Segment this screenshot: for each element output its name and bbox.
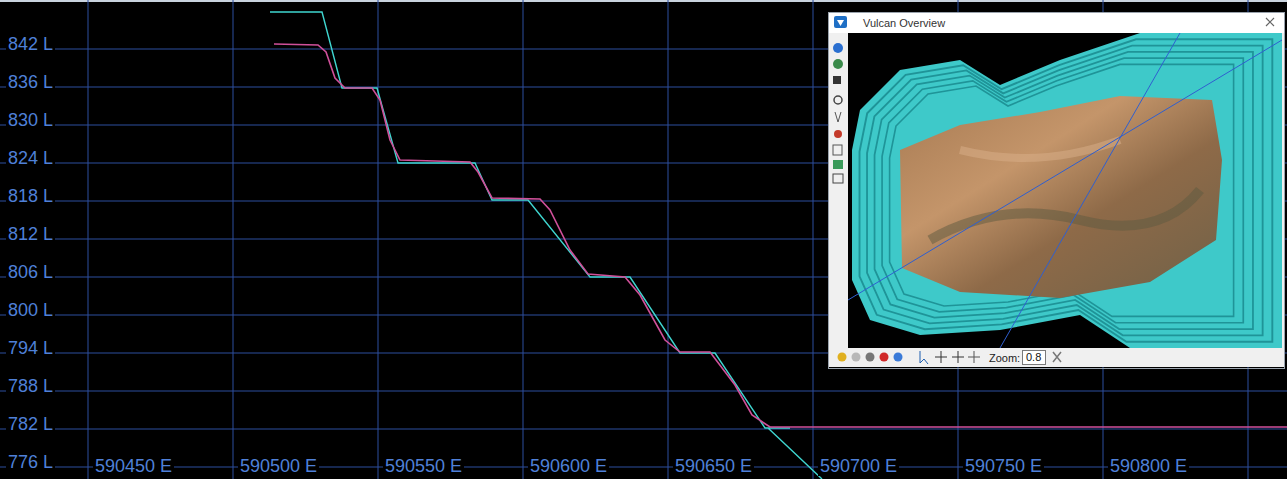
elevation-label: 782 L	[6, 414, 55, 434]
elevation-label: 824 L	[6, 148, 55, 168]
overview-window	[828, 12, 1285, 367]
easting-label: 590800 E	[1108, 456, 1189, 476]
easting-label: 590650 E	[673, 456, 754, 476]
elevation-label: 794 L	[6, 338, 55, 358]
elevation-label: 842 L	[6, 34, 55, 54]
elevation-label: 812 L	[6, 224, 55, 244]
easting-label: 590700 E	[818, 456, 899, 476]
window-title: Vulcan Overview	[863, 17, 945, 30]
zoom-label: Zoom:	[989, 352, 1020, 365]
elevation-label: 800 L	[6, 300, 55, 320]
elevation-label: 776 L	[6, 452, 55, 472]
overview-window: Vulcan OverviewZoom:0.8	[828, 12, 1285, 369]
zoom-value: 0.8	[1022, 350, 1046, 365]
surveyed-profile	[274, 44, 1287, 427]
easting-label: 590450 E	[93, 456, 174, 476]
elevation-label: 806 L	[6, 262, 55, 282]
easting-label: 590750 E	[963, 456, 1044, 476]
elevation-label: 818 L	[6, 186, 55, 206]
easting-label: 590500 E	[238, 456, 319, 476]
elevation-label: 830 L	[6, 110, 55, 130]
easting-label: 590550 E	[383, 456, 464, 476]
elevation-label: 836 L	[6, 72, 55, 92]
elevation-label: 788 L	[6, 376, 55, 396]
easting-label: 590600 E	[528, 456, 609, 476]
design-profile	[270, 12, 822, 479]
